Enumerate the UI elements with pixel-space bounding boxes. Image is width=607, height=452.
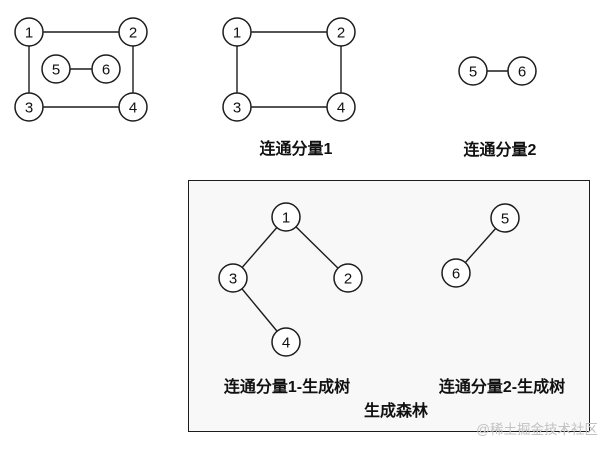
graph-component2-node-label-5: 5: [469, 63, 477, 80]
watermark-text: @稀土掘金技术社区: [476, 422, 598, 437]
graph-component1-node-2: [326, 17, 356, 47]
graph-original-node-label-3: 3: [25, 99, 33, 116]
graph-original-node-1: [14, 17, 44, 47]
tree-component1-node-label-3: 3: [229, 270, 237, 287]
caption-component1-spanning-tree: 连通分量1-生成树: [223, 379, 351, 396]
graph-component2-node-5: [458, 56, 488, 86]
graph-component2-node-label-6: 6: [518, 63, 526, 80]
graph-original: 1 2 5 6 3 4: [14, 17, 148, 122]
caption-component2-spanning-tree: 连通分量2-生成树: [438, 379, 566, 396]
graph-original-node-4: [118, 92, 148, 122]
caption-connected-component-2: 连通分量2: [463, 142, 537, 159]
tree-component1-node-4: [271, 327, 301, 357]
tree-component1-node-label-1: 1: [282, 209, 290, 226]
graph-original-node-label-1: 1: [25, 24, 33, 41]
tree-component2-node-label-6: 6: [452, 265, 460, 282]
graph-component1: 1 2 3 4: [222, 17, 356, 122]
graph-original-node-label-4: 4: [129, 99, 137, 116]
graph-original-node-label-2: 2: [129, 24, 137, 41]
graph-original-node-6: [91, 54, 121, 84]
tree-component1-node-2: [333, 263, 363, 293]
graph-component1-node-label-4: 4: [337, 99, 345, 116]
graph-original-node-label-5: 5: [52, 61, 60, 78]
graph-component1-node-label-3: 3: [233, 99, 241, 116]
tree-component2-node-label-5: 5: [501, 210, 509, 227]
tree-component1-node-label-4: 4: [282, 334, 290, 351]
graph-original-node-3: [14, 92, 44, 122]
graph-component2-node-6: [507, 56, 537, 86]
graph-original-node-5: [41, 54, 71, 84]
graph-component1-node-label-2: 2: [337, 24, 345, 41]
graph-component1-node-4: [326, 92, 356, 122]
spanning-forest-box: [188, 180, 590, 432]
tree-component2-node-6: [441, 258, 471, 288]
graph-component1-node-label-1: 1: [233, 24, 241, 41]
tree-component1-node-label-2: 2: [344, 270, 352, 287]
graph-original-node-label-6: 6: [102, 61, 110, 78]
caption-connected-component-1: 连通分量1: [259, 141, 333, 158]
graph-component1-node-1: [222, 17, 252, 47]
graph-original-node-2: [118, 17, 148, 47]
graph-component1-node-3: [222, 92, 252, 122]
tree-component2: 56: [441, 203, 520, 288]
tree-component2-node-5: [490, 203, 520, 233]
tree-component1: 1 3 2 4: [218, 202, 363, 357]
caption-spanning-forest: 生成森林: [363, 403, 429, 420]
tree-component1-node-1: [271, 202, 301, 232]
tree-component1-node-3: [218, 263, 248, 293]
